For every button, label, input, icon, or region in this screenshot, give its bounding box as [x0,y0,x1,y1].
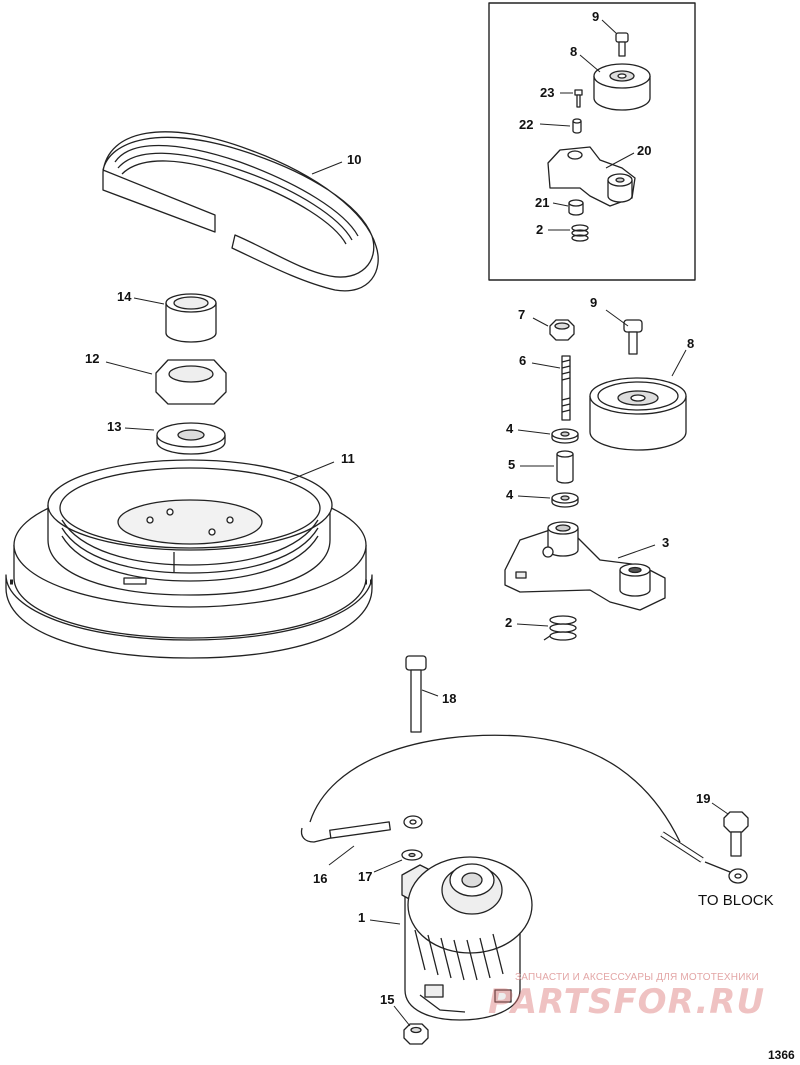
callout-7: 7 [518,307,526,322]
watermark-tagline: ЗАПЧАСТИ И АКСЕССУАРЫ ДЛЯ МОТОТЕХНИКИ [515,972,760,983]
spacer-5-icon [556,450,574,484]
to-block-note: TO BLOCK [698,892,774,909]
spring-icon [543,615,577,641]
idler-pulley-icon [589,377,687,451]
callout-8: 8 [687,336,695,351]
sleeve-14-icon [165,293,217,343]
callout-17: 17 [358,869,373,884]
callout-18: 18 [442,691,457,706]
callout-22: 22 [519,117,534,132]
nut-15-icon [403,1023,429,1045]
callout-16: 16 [313,871,328,886]
figure-number: 1366 [768,1048,795,1062]
washer-4b-icon [551,492,579,508]
bolt-19-icon [723,811,749,857]
callout-13: 13 [107,419,122,434]
washer-13-icon [156,422,226,455]
ground-wire-icon [300,734,748,884]
callout-3: 3 [662,535,670,550]
callout-23: 23 [540,85,555,100]
washer-4a-icon [551,428,579,444]
callout-14: 14 [117,289,132,304]
watermark-brand: PARTSFOR.RU [488,982,766,1022]
inset-bushing-21-icon [568,199,584,216]
callout-4-upper: 4 [506,421,514,436]
tensioner-arm-icon [504,521,666,611]
flywheel-icon [5,459,373,659]
callout-21: 21 [535,195,550,210]
stud-6-icon [561,355,571,421]
inset-frame [488,2,696,281]
drive-belt-icon [102,131,379,292]
leader-lines [105,19,729,1027]
callout-6: 6 [519,353,527,368]
callout-4-lower: 4 [506,487,514,502]
callout-9: 9 [590,295,598,310]
washer-17-icon [401,849,423,861]
callout-2-inset: 2 [536,222,544,237]
inset-bolt-icon [615,32,629,57]
callout-2: 2 [505,615,513,630]
callout-1: 1 [358,910,366,925]
callout-5: 5 [508,457,516,472]
alternator-icon [401,856,533,1021]
inset-pulley-icon [593,63,651,111]
nut-7-icon [549,319,575,341]
bolt-9-icon [623,319,643,355]
inset-screw-icon [574,89,583,108]
inset-bushing-icon [572,118,582,134]
inset-bracket-icon [547,146,636,207]
callout-8-inset: 8 [570,44,578,59]
callout-12: 12 [85,351,100,366]
callout-15: 15 [380,992,395,1007]
callout-9-inset: 9 [592,9,600,24]
callout-19: 19 [696,791,711,806]
nut-12-icon [155,359,227,405]
callout-10: 10 [347,152,362,167]
callout-11: 11 [341,451,355,466]
callout-20: 20 [637,143,652,158]
inset-spring-icon [571,224,589,242]
bolt-18-icon [405,655,427,733]
